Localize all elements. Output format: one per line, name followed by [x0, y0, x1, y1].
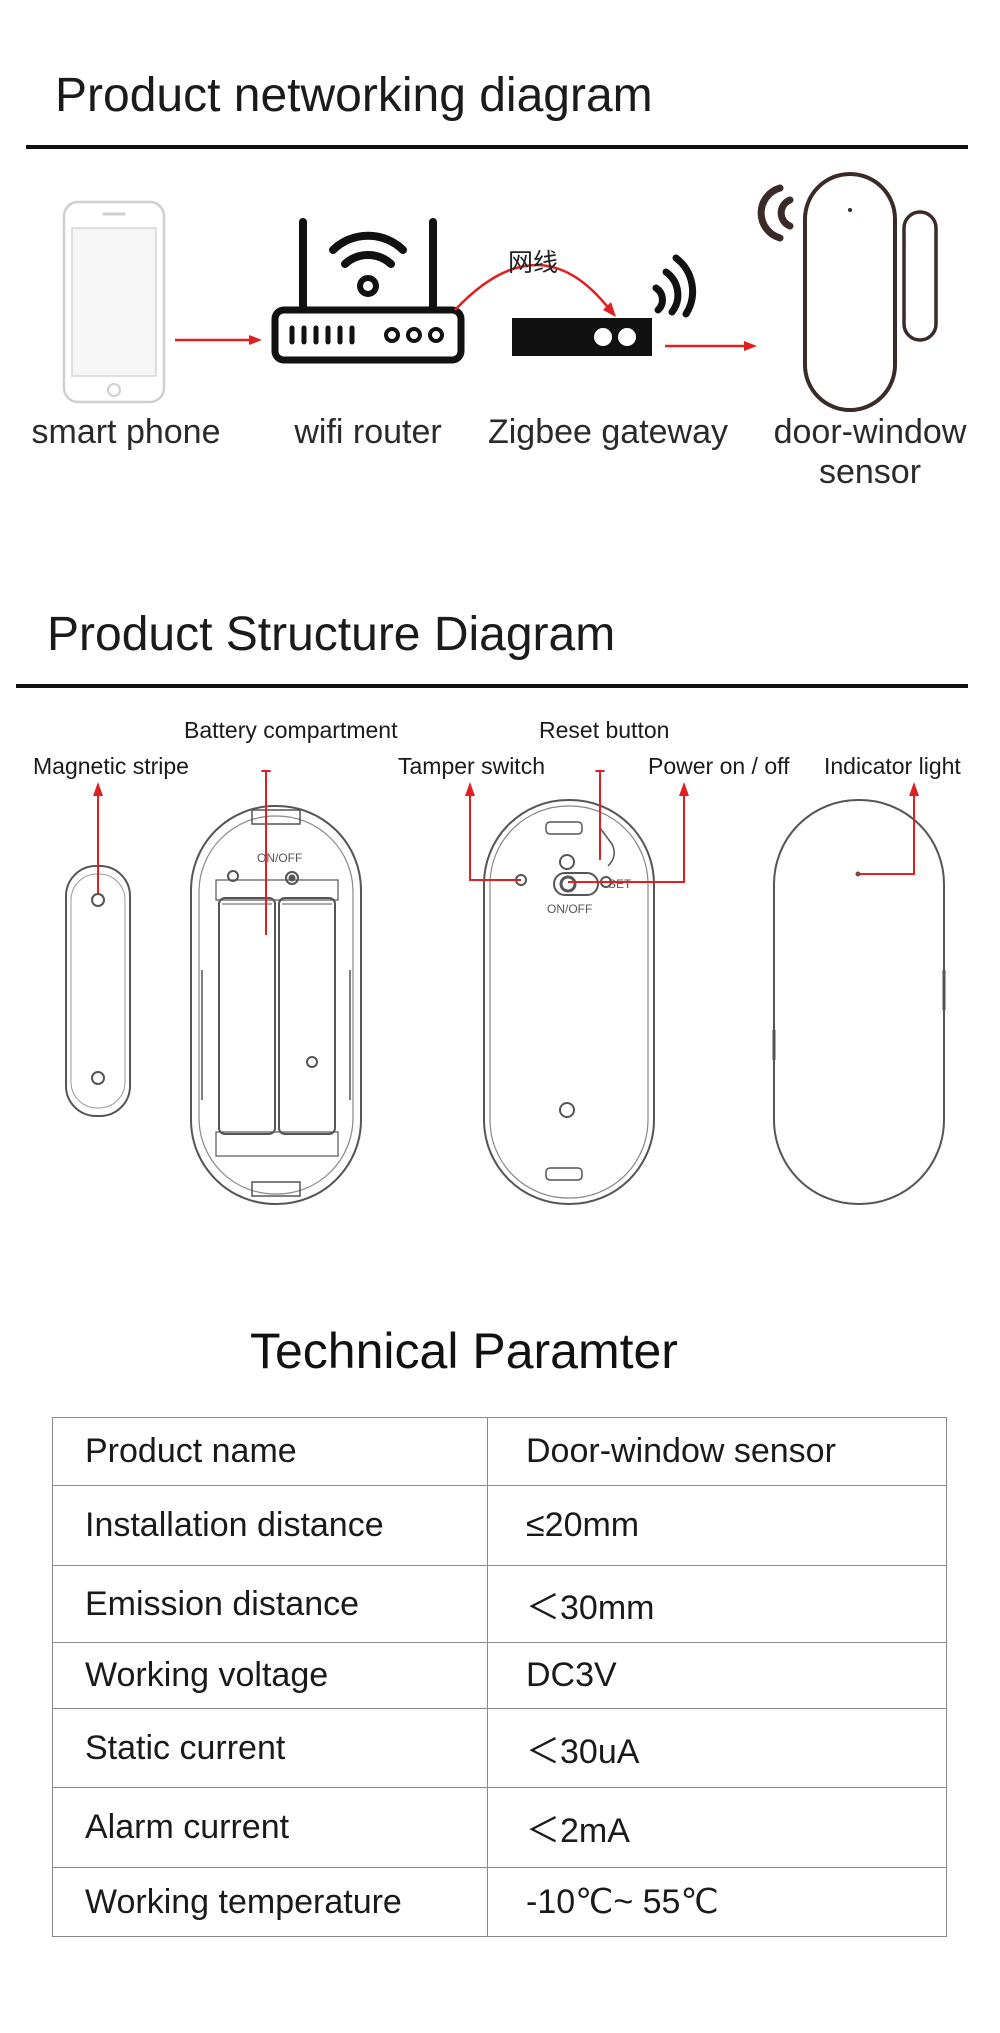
- param-value: -10℃~ 55℃: [487, 1867, 947, 1937]
- device-label-gateway: Zigbee gateway: [487, 413, 729, 451]
- device-label-smartphone: smart phone: [31, 413, 221, 451]
- battery-compartment-body: [190, 805, 362, 1205]
- param-name: Alarm current: [52, 1787, 488, 1868]
- networking-title: Product networking diagram: [55, 69, 653, 122]
- wifi-router-icon: [271, 218, 465, 364]
- table-row: Working temperature -10℃~ 55℃: [52, 1867, 947, 1937]
- callout-indicator-light: Indicator light: [824, 753, 961, 779]
- param-name: Working temperature: [52, 1867, 488, 1937]
- device-label-sensor: door-window sensor: [773, 413, 967, 491]
- table-row: Alarm current ＜2mA: [52, 1787, 947, 1868]
- param-name: Emission distance: [52, 1565, 488, 1643]
- table-row: Installation distance ≤20mm: [52, 1485, 947, 1566]
- battery-on-off-mark: ON/OFF: [257, 851, 302, 865]
- param-name: Product name: [52, 1417, 488, 1486]
- callout-power: Power on / off: [648, 753, 790, 779]
- back-on-off-mark: ON/OFF: [547, 902, 592, 916]
- door-window-sensor-icon: [757, 172, 938, 412]
- back-plate: [483, 799, 655, 1205]
- param-name: Working voltage: [52, 1642, 488, 1709]
- technical-title: Technical Paramter: [250, 1323, 678, 1379]
- param-value: Door-window sensor: [487, 1417, 947, 1486]
- spec-table: Product name Door-window sensor Installa…: [52, 1417, 947, 1937]
- param-name: Installation distance: [52, 1485, 488, 1566]
- magnet-part: [65, 865, 131, 1117]
- param-name: Static current: [52, 1708, 488, 1788]
- cable-label: 网线: [508, 249, 559, 277]
- param-value: ≤20mm: [487, 1485, 947, 1566]
- device-label-router: wifi router: [294, 413, 442, 451]
- param-value: ＜2mA: [487, 1787, 947, 1868]
- param-value: ＜30mm: [487, 1565, 947, 1643]
- param-value: ＜30uA: [487, 1708, 947, 1788]
- networking-divider: [26, 145, 968, 149]
- back-set-mark: SET: [608, 877, 632, 891]
- callout-tamper-switch: Tamper switch: [398, 753, 545, 779]
- callout-reset-button: Reset button: [539, 717, 670, 743]
- networking-diagram: [62, 172, 938, 412]
- smartphone-icon: [62, 200, 166, 404]
- callout-magnetic-stripe: Magnetic stripe: [33, 753, 189, 779]
- table-row: Product name Door-window sensor: [52, 1417, 947, 1486]
- structure-diagram: ON/OFF ON/OFF SET: [65, 770, 946, 1205]
- structure-title: Product Structure Diagram: [47, 608, 616, 661]
- zigbee-gateway-icon: [512, 254, 697, 356]
- table-row: Static current ＜30uA: [52, 1708, 947, 1788]
- callout-battery-compartment: Battery compartment: [184, 717, 398, 743]
- structure-divider: [16, 684, 968, 688]
- param-value: DC3V: [487, 1642, 947, 1709]
- front-cover: [772, 799, 946, 1205]
- table-row: Working voltage DC3V: [52, 1642, 947, 1709]
- table-row: Emission distance ＜30mm: [52, 1565, 947, 1643]
